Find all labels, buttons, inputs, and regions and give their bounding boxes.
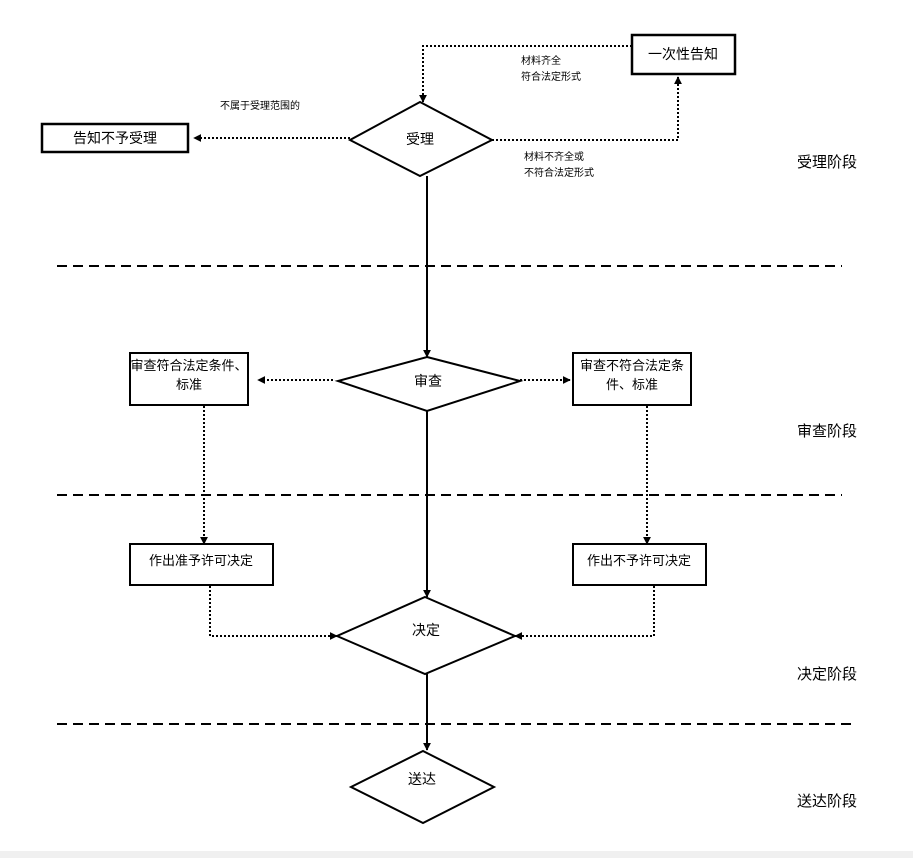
deliver-label: 送达: [408, 772, 436, 788]
edge-label-complete-line1: 材料齐全: [521, 54, 561, 67]
accept-label: 受理: [406, 132, 434, 148]
stage-label-decision: 决定阶段: [797, 665, 857, 683]
review-fail-label-line2: 件、标准: [606, 378, 658, 393]
grant-decision-box: [129, 543, 274, 586]
review-diamond: [334, 355, 524, 413]
review-fail-label-line1: 审查不符合法定条: [580, 358, 684, 374]
arrow-grant-to-decide: [209, 586, 338, 640]
arrow-accept-to-notice: [492, 76, 682, 141]
notify-reject-label: 告知不予受理: [73, 130, 157, 147]
stage-label-review: 审查阶段: [797, 422, 857, 440]
edge-label-out-of-scope: 不属于受理范围的: [220, 99, 300, 112]
one-time-notice-box: [630, 33, 737, 76]
review-fail-box: [572, 352, 692, 406]
deny-decision-label: 作出不予许可决定: [587, 554, 691, 569]
decide-diamond: [334, 595, 518, 676]
edge-label-complete-line2: 符合法定形式: [521, 70, 581, 83]
notify-reject-box: [40, 122, 190, 154]
bottom-strip: [0, 851, 913, 858]
grant-decision-label: 作出准予许可决定: [149, 554, 253, 569]
stage-label-delivery: 送达阶段: [797, 792, 857, 810]
arrow-deny-to-decide: [514, 586, 655, 640]
deny-decision-box: [572, 543, 707, 586]
accept-diamond: [347, 100, 495, 178]
one-time-notice-label: 一次性告知: [648, 46, 718, 63]
edge-label-incomplete-line1: 材料不齐全或: [524, 150, 584, 163]
review-ok-box: [129, 352, 249, 406]
deliver-diamond: [348, 749, 497, 825]
decide-label: 决定: [412, 623, 440, 639]
stage-label-acceptance: 受理阶段: [797, 153, 857, 171]
edge-label-incomplete-line2: 不符合法定形式: [524, 166, 594, 179]
arrow-notice-back-to-accept: [419, 45, 632, 103]
review-ok-label-line2: 标准: [176, 378, 202, 393]
review-ok-label-line1: 审查符合法定条件、: [130, 358, 247, 374]
review-label: 审查: [414, 374, 442, 390]
